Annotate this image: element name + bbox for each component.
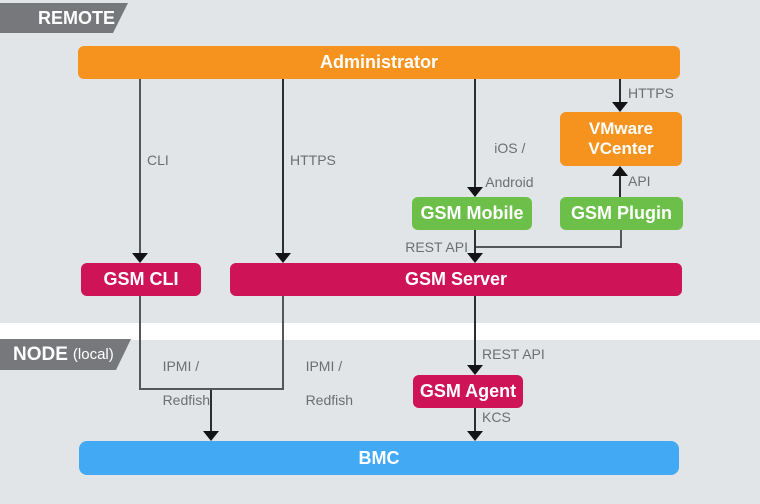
- edge-plugin-to-server-vline: [620, 230, 622, 248]
- edge-label-cli: CLI: [147, 152, 169, 168]
- node-gsm-cli-label: GSM CLI: [103, 269, 179, 290]
- node-gsm-plugin: GSM Plugin: [560, 197, 683, 230]
- section-divider: [0, 323, 760, 340]
- edge-label-rest-api-lower: REST API: [482, 346, 545, 362]
- edge-label-ios-android: iOS / Android: [485, 140, 534, 190]
- node-gsm-agent: GSM Agent: [413, 375, 523, 408]
- node-section-label: NODE: [13, 343, 68, 365]
- edge-label-kcs: KCS: [482, 409, 511, 425]
- node-section-sublabel: (local): [72, 346, 114, 363]
- node-bmc: BMC: [79, 441, 679, 475]
- node-gsm-mobile: GSM Mobile: [412, 197, 532, 230]
- node-gsm-agent-label: GSM Agent: [419, 381, 517, 402]
- node-section-badge: NODE (local): [0, 339, 131, 370]
- edge-admin-to-server-arrowhead: [275, 253, 291, 263]
- edge-merge-connector-hline: [139, 388, 284, 390]
- node-vmware-vcenter: VMware VCenter: [560, 112, 682, 166]
- edge-server-to-bmc-vline: [282, 296, 284, 390]
- node-gsm-server-label: GSM Server: [404, 269, 508, 290]
- node-gsm-cli: GSM CLI: [81, 263, 201, 296]
- edge-label-ipmi-right: IPMI / Redfish: [305, 358, 354, 408]
- edge-mobile-to-server-arrowhead: [467, 253, 483, 263]
- edge-plugin-to-server-hline: [475, 246, 622, 248]
- node-vmware-vcenter-label: VMware VCenter: [588, 119, 654, 158]
- edge-cli-to-bmc-vline: [139, 296, 141, 390]
- edge-label-https-left: HTTPS: [290, 152, 336, 168]
- edge-admin-to-cli-arrowhead: [132, 253, 148, 263]
- edge-agent-to-bmc-line: [474, 408, 476, 433]
- edge-admin-to-mobile-arrowhead: [467, 187, 483, 197]
- remote-section-label: REMOTE: [38, 7, 116, 28]
- edge-plugin-to-vcenter-arrowhead: [612, 166, 628, 176]
- edge-mobile-to-server-line: [474, 230, 476, 255]
- edge-admin-to-server-line: [282, 79, 284, 255]
- edge-label-ipmi-left: IPMI / Redfish: [162, 358, 211, 408]
- node-gsm-server: GSM Server: [230, 263, 682, 296]
- edge-admin-to-vcenter-arrowhead: [612, 102, 628, 112]
- node-gsm-mobile-label: GSM Mobile: [420, 203, 524, 224]
- node-administrator-label: Administrator: [319, 52, 438, 73]
- edge-merged-to-bmc-arrowhead: [203, 431, 219, 441]
- edge-admin-to-vcenter-line: [619, 79, 621, 103]
- edge-agent-to-bmc-arrowhead: [467, 431, 483, 441]
- node-administrator: Administrator: [78, 46, 680, 79]
- node-bmc-label: BMC: [358, 447, 400, 468]
- remote-section-badge: REMOTE: [0, 3, 128, 33]
- edge-server-to-agent-arrowhead: [467, 365, 483, 375]
- edge-plugin-to-vcenter-line: [619, 175, 621, 197]
- edge-label-https-right: HTTPS: [628, 85, 674, 101]
- edge-server-to-agent-line: [474, 296, 476, 367]
- edge-label-api: API: [628, 173, 651, 189]
- node-gsm-plugin-label: GSM Plugin: [571, 203, 672, 224]
- edge-label-rest-api-upper: REST API: [405, 239, 468, 255]
- edge-merged-to-bmc-line: [210, 390, 212, 433]
- edge-admin-to-mobile-line: [474, 79, 476, 189]
- edge-admin-to-cli-line: [139, 79, 141, 255]
